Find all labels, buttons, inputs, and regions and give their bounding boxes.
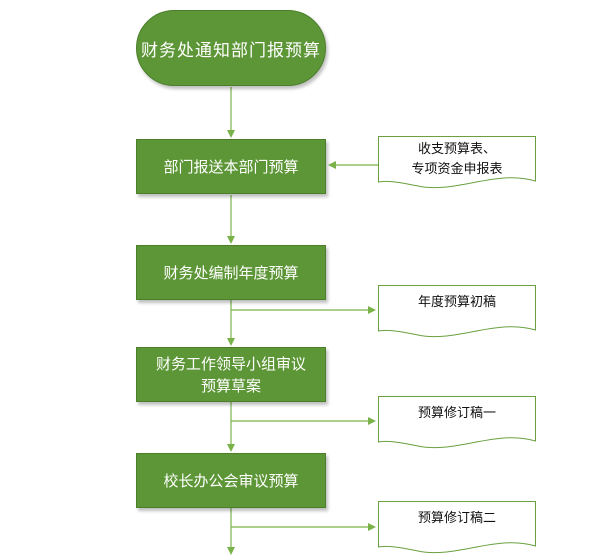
document-label: 专项资金申报表 [411, 162, 503, 177]
step-label: 财务工作领导小组审议 [155, 354, 306, 373]
start-node-label: 财务处通知部门报预算 [141, 40, 321, 61]
document-revision-2: 预算修订稿二 [378, 501, 536, 554]
document-shape [378, 501, 536, 554]
step-finance-compile: 财务处编制年度预算 [136, 245, 326, 300]
step-label: 部门报送本部门预算 [163, 157, 299, 176]
document-label: 收支预算表、 [417, 142, 496, 157]
step-department-submit: 部门报送本部门预算 [136, 139, 326, 194]
step-president-review: 校长办公会审议预算 [136, 453, 326, 508]
step-label: 预算草案 [200, 376, 261, 395]
document-label: 预算修订稿二 [417, 511, 496, 526]
step-leadership-review: 财务工作领导小组审议 预算草案 [136, 347, 326, 402]
document-budget-tables: 收支预算表、 专项资金申报表 [378, 136, 536, 189]
document-revision-1: 预算修订稿一 [378, 396, 536, 449]
document-shape [378, 136, 536, 189]
document-shape [378, 396, 536, 449]
document-annual-draft: 年度预算初稿 [378, 285, 536, 338]
document-shape [378, 285, 536, 338]
start-node: 财务处通知部门报预算 [136, 10, 326, 86]
step-label: 校长办公会审议预算 [163, 471, 299, 490]
step-label: 财务处编制年度预算 [163, 263, 299, 282]
document-label: 预算修订稿一 [417, 406, 496, 421]
document-label: 年度预算初稿 [417, 295, 496, 310]
